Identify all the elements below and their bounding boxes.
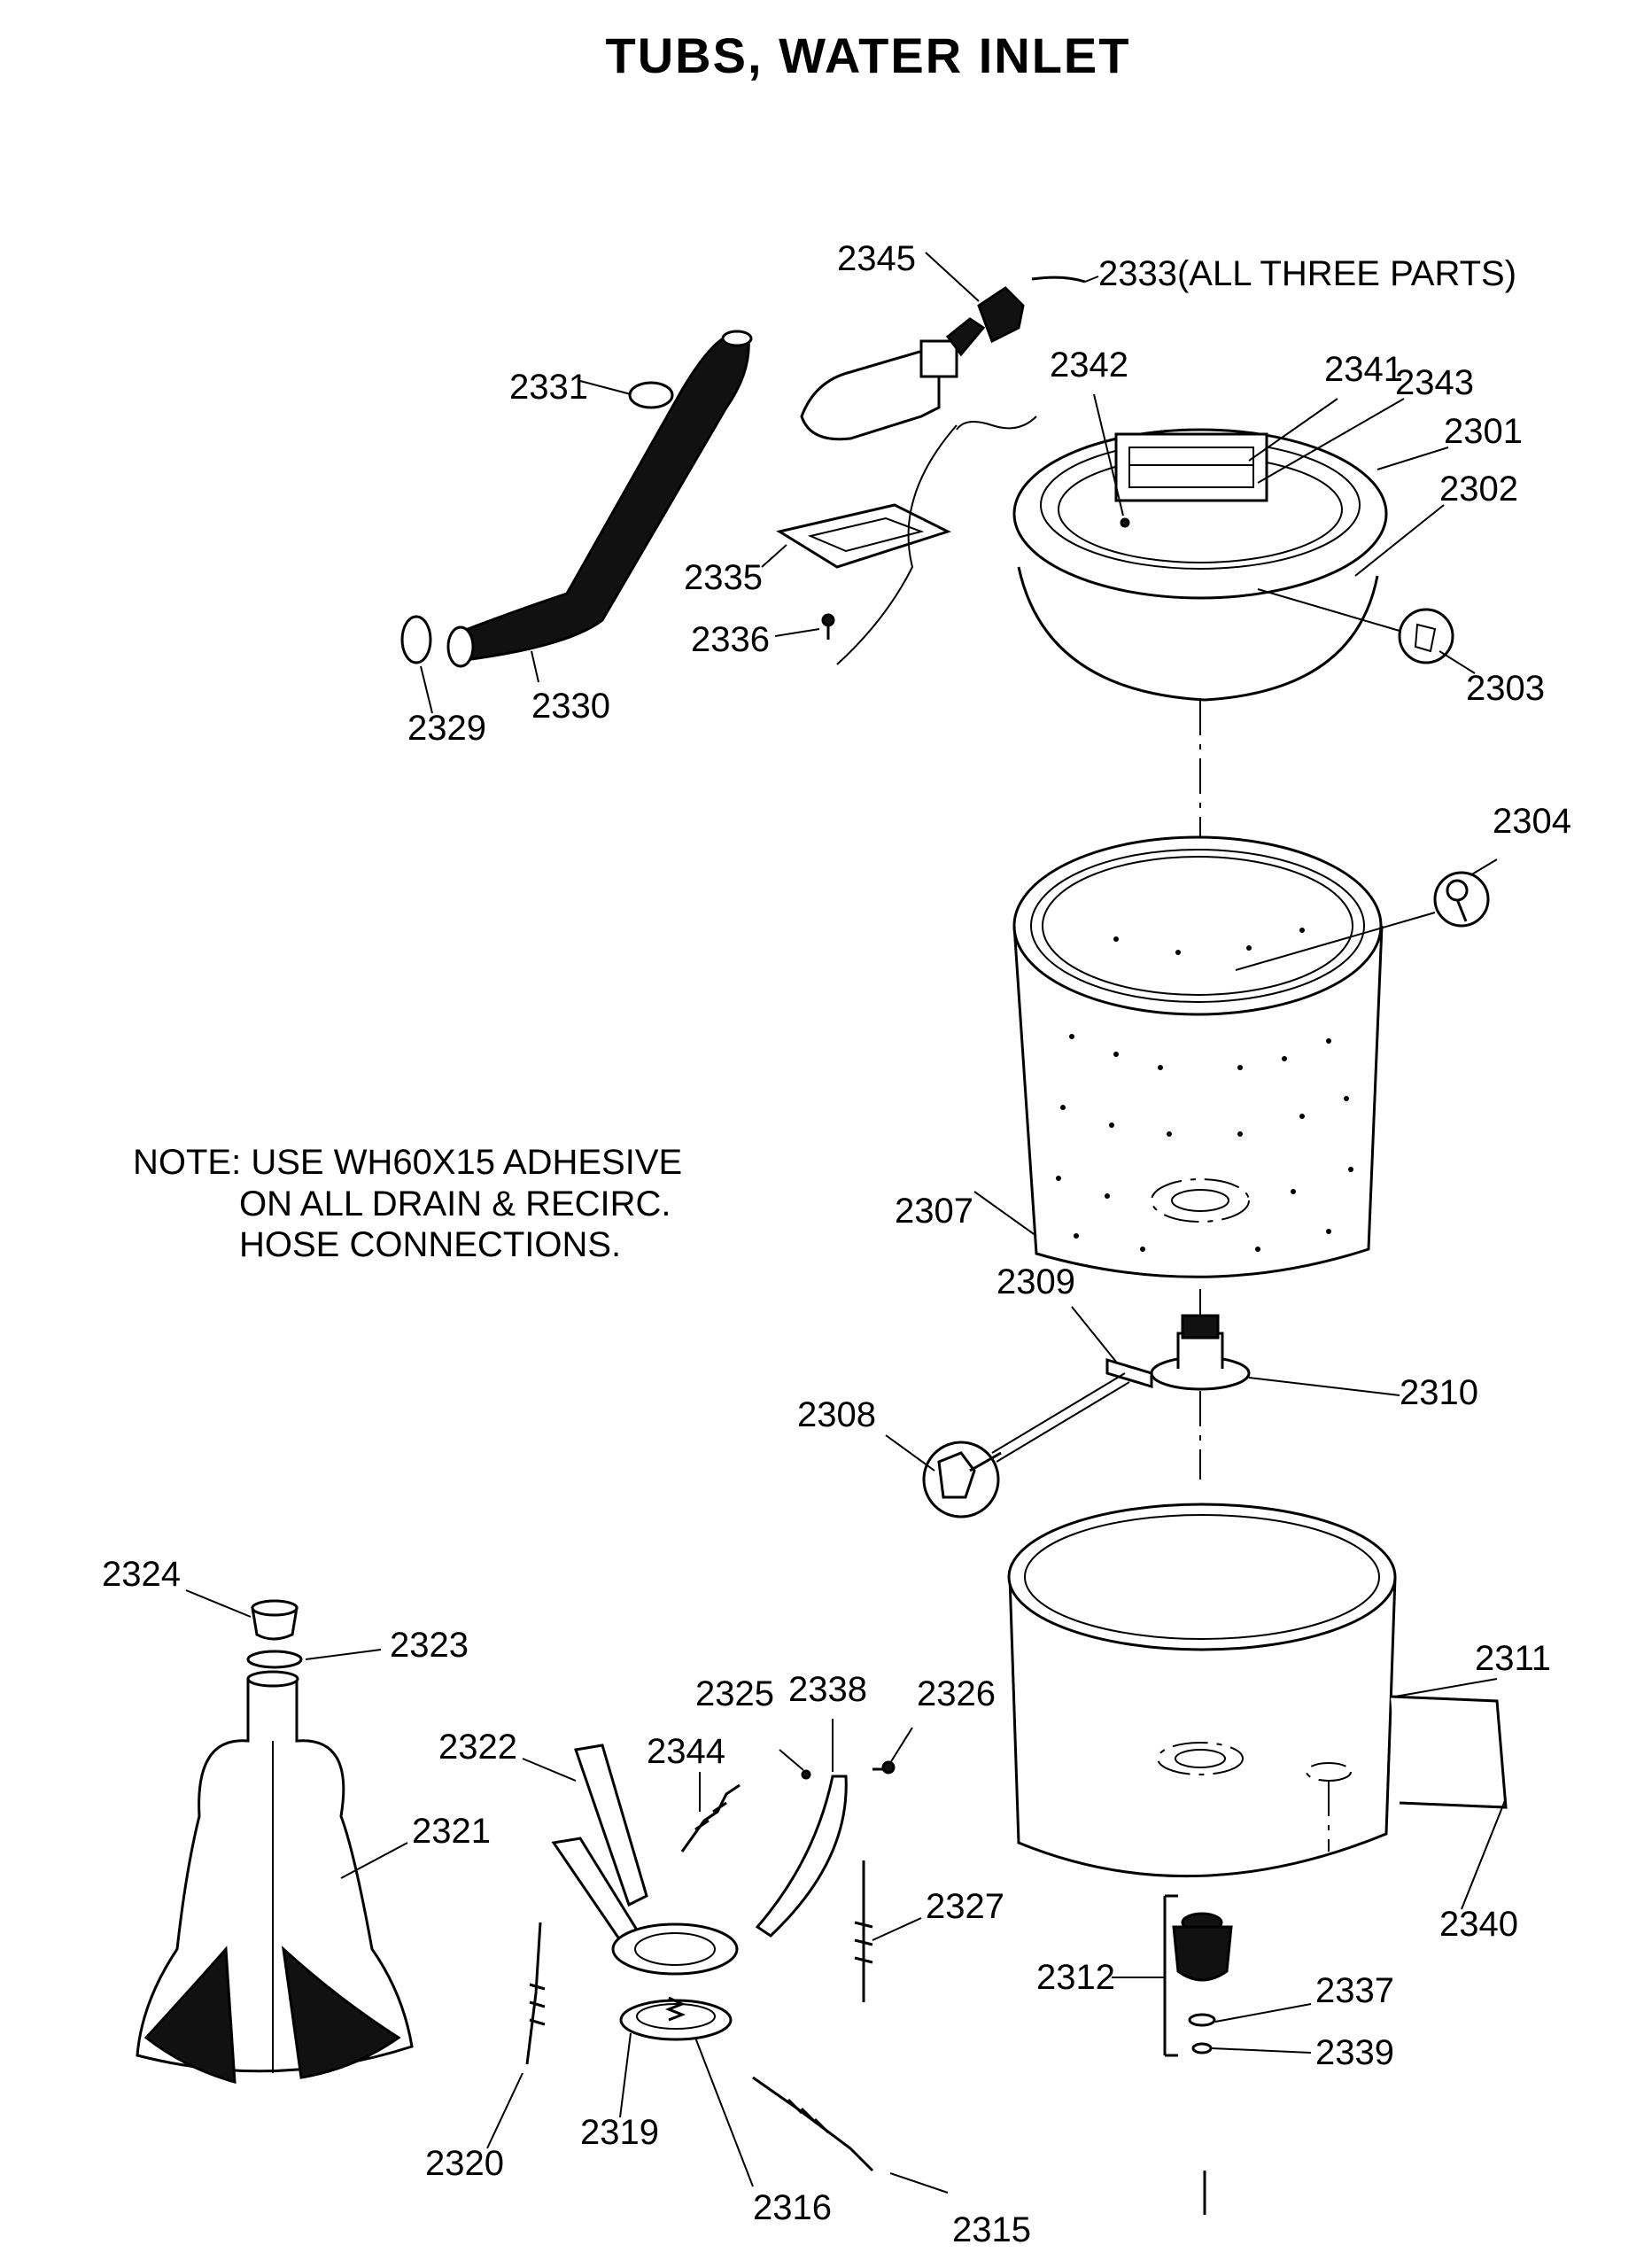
clip-2303	[1257, 588, 1454, 664]
label-2311: 2311	[1475, 1639, 1551, 1678]
label-2327: 2327	[926, 1887, 1004, 1926]
outer-tub-2311	[1007, 1503, 1397, 1878]
spin-basket-2307	[1012, 835, 1384, 1278]
inlet-elbow-2333	[800, 276, 1086, 441]
leader-lines	[185, 252, 1507, 2194]
spring-2315	[752, 2076, 874, 2172]
label-2337: 2337	[1315, 1971, 1394, 2010]
label-2344: 2344	[647, 1732, 725, 1771]
hose-clamp-2331	[628, 381, 674, 409]
label-2341: 2341	[1324, 350, 1403, 389]
drain-tube-2340	[1390, 1695, 1508, 1809]
bolt-2308	[922, 1372, 1130, 1518]
gasket-2335	[776, 503, 951, 569]
drain-hose-2330	[446, 330, 753, 668]
label-2330: 2330	[531, 687, 610, 726]
label-2315: 2315	[952, 2210, 1031, 2249]
screw-2304	[1235, 871, 1490, 971]
screw-2342	[1120, 517, 1130, 528]
label-2320: 2320	[425, 2144, 504, 2183]
washer-2337	[1188, 2013, 1216, 2027]
spring-2327	[854, 1860, 873, 2002]
spring-2344	[680, 1783, 741, 1852]
inlet-tube-line	[836, 424, 958, 665]
label-2303: 2303	[1466, 669, 1545, 708]
note-line-2: ON ALL DRAIN & RECIRC.	[239, 1184, 671, 1223]
label-2319: 2319	[580, 2113, 659, 2152]
hub-2310	[1150, 1314, 1251, 1391]
label-2325: 2325	[695, 1674, 774, 1713]
label-2312: 2312	[1036, 1958, 1115, 1997]
hose-clamp-2329	[400, 615, 432, 664]
label-2308: 2308	[797, 1395, 876, 1434]
spring-2320	[525, 1922, 546, 2065]
note-line-1: NOTE: USE WH60X15 ADHESIVE	[133, 1143, 682, 1182]
screw-2336	[821, 613, 835, 640]
label-2340: 2340	[1439, 1905, 1518, 1944]
screw-2326	[872, 1760, 896, 1775]
label-2329: 2329	[407, 709, 486, 748]
label-2342: 2342	[1050, 346, 1128, 384]
label-2324: 2324	[102, 1555, 181, 1594]
spring-2319	[664, 1996, 686, 2022]
label-2333: 2333(ALL THREE PARTS)	[1098, 254, 1516, 293]
cover-gasket-2302	[1017, 566, 1379, 702]
rivet-2325	[801, 1769, 811, 1780]
label-2307: 2307	[895, 1192, 973, 1231]
label-2301: 2301	[1444, 412, 1523, 451]
label-2331: 2331	[509, 368, 588, 407]
tub-cover-2301	[1012, 428, 1388, 600]
suspension-frame-2322	[551, 1744, 848, 1976]
cap-2324	[251, 1599, 299, 1641]
o-ring-2323	[246, 1650, 303, 1669]
ring-2339	[1191, 2042, 1213, 2054]
label-2323: 2323	[390, 1626, 469, 1665]
label-2309: 2309	[996, 1262, 1075, 1301]
label-2310: 2310	[1400, 1373, 1478, 1412]
diagram-title: TUBS, WATER INLET	[606, 27, 1131, 83]
label-2339: 2339	[1315, 2033, 1394, 2072]
seal-2312	[1172, 1912, 1233, 1982]
label-2322: 2322	[438, 1728, 517, 1767]
label-2335: 2335	[684, 558, 763, 597]
label-2336: 2336	[691, 620, 770, 659]
label-2338: 2338	[788, 1670, 867, 1709]
agitator-2321	[136, 1670, 414, 2085]
label-2343: 2343	[1395, 363, 1474, 402]
label-2304: 2304	[1493, 802, 1571, 841]
bracket-2312	[1163, 1894, 1178, 2057]
note-line-3: HOSE CONNECTIONS.	[239, 1225, 621, 1264]
label-2302: 2302	[1439, 470, 1518, 509]
label-2321: 2321	[412, 1812, 491, 1851]
label-2316: 2316	[753, 2188, 832, 2227]
label-2345: 2345	[837, 239, 916, 278]
label-2326: 2326	[917, 1674, 996, 1713]
bracket-2309	[1105, 1357, 1153, 1389]
